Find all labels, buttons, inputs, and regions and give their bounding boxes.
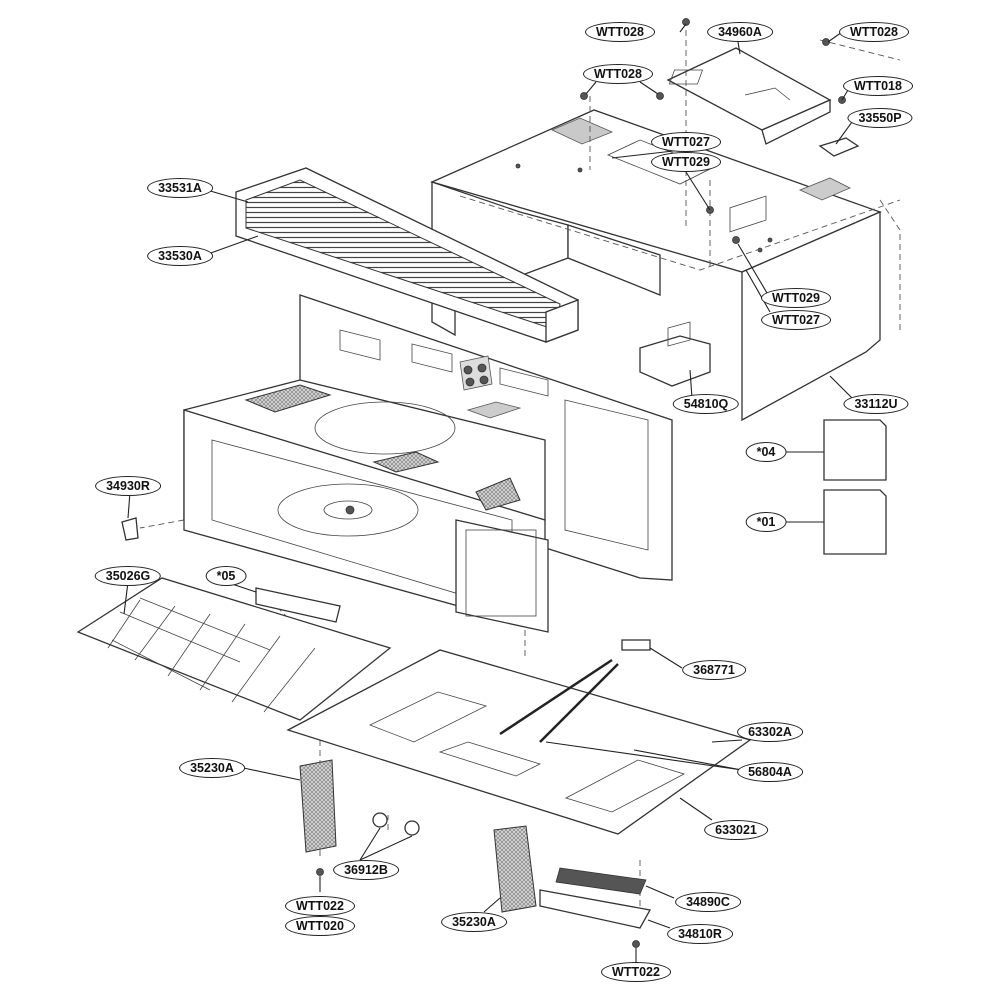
label-34960a: 34960A xyxy=(707,22,773,42)
label-01: *01 xyxy=(745,512,787,532)
grease-filter-right xyxy=(493,825,537,913)
label-63302a: 63302A xyxy=(737,722,803,742)
mounting-plate-34960a xyxy=(666,47,832,145)
lamps-36912b xyxy=(372,812,420,836)
label-33531a: 33531A xyxy=(147,178,213,198)
label-wtt028-top-left: WTT028 xyxy=(585,22,655,42)
label-35026g: 35026G xyxy=(94,566,162,586)
label-wtt022-left: WTT022 xyxy=(285,896,355,916)
label-wtt020: WTT020 xyxy=(285,916,355,936)
base-plate-633021 xyxy=(286,649,752,835)
label-04: *04 xyxy=(745,442,787,462)
oven-cavity xyxy=(183,294,673,633)
rack-35026g xyxy=(76,577,392,721)
label-33530a: 33530A xyxy=(147,246,213,266)
label-35230a-right: 35230A xyxy=(441,912,507,932)
callout-leader-lines xyxy=(123,23,853,962)
manual-booklet-04 xyxy=(823,419,887,481)
grease-filter-left xyxy=(299,759,337,853)
label-wtt029-bottom: WTT029 xyxy=(761,288,831,308)
label-34810r: 34810R xyxy=(667,924,733,944)
wire-harness-368771 xyxy=(499,639,651,743)
bracket-33550p xyxy=(818,137,860,157)
manual-booklet-01 xyxy=(823,489,887,555)
label-05: *05 xyxy=(205,566,247,586)
label-wtt028-mid: WTT028 xyxy=(583,64,653,84)
label-wtt029-top: WTT029 xyxy=(651,152,721,172)
latch-34930r xyxy=(121,517,139,541)
lens-cover-34890c xyxy=(555,867,647,895)
label-wtt027-top: WTT027 xyxy=(651,132,721,152)
label-56804a: 56804A xyxy=(737,762,803,782)
lamp-cover-34810r xyxy=(539,889,652,929)
label-wtt018: WTT018 xyxy=(843,76,913,96)
vent-grille-33530a xyxy=(235,167,579,343)
label-54810q: 54810Q xyxy=(672,394,740,414)
filler-part-05 xyxy=(255,587,341,623)
label-wtt027-bottom: WTT027 xyxy=(761,310,831,330)
label-633021: 633021 xyxy=(704,820,768,840)
label-34890c: 34890C xyxy=(675,892,741,912)
label-wtt022-bottom: WTT022 xyxy=(601,962,671,982)
label-wtt028-top-right: WTT028 xyxy=(839,22,909,42)
label-33112u: 33112U xyxy=(843,394,909,414)
bracket-54810q xyxy=(639,321,711,387)
label-34930r: 34930R xyxy=(95,476,161,496)
label-33550p: 33550P xyxy=(847,108,913,128)
label-35230a-left: 35230A xyxy=(179,758,245,778)
label-368771: 368771 xyxy=(682,660,746,680)
label-36912b: 36912B xyxy=(333,860,399,880)
